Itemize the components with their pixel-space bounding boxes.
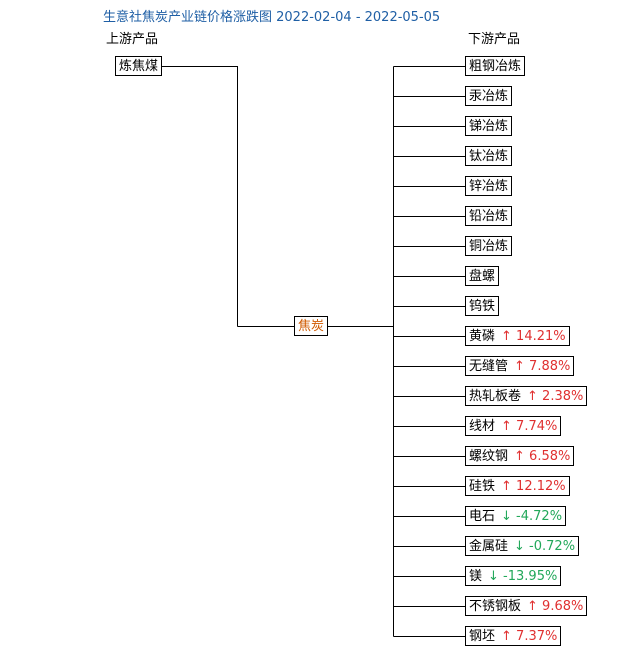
downstream-node-label: 螺纹钢	[469, 449, 509, 464]
price-up-change: ↑ 6.58%	[514, 449, 570, 464]
arrow-up-icon: ↑	[527, 389, 538, 404]
arrow-down-icon: ↓	[488, 569, 499, 584]
downstream-node[interactable]: 电石 ↓ -4.72%	[465, 506, 567, 526]
downstream-node[interactable]: 钛冶炼	[465, 146, 513, 166]
change-value: 9.68%	[537, 599, 584, 614]
downstream-node-label: 锑冶炼	[469, 119, 509, 134]
arrow-up-icon: ↑	[501, 479, 512, 494]
downstream-node[interactable]: 钨铁	[465, 296, 500, 316]
change-value: 14.21%	[511, 329, 566, 344]
change-value: 7.74%	[511, 419, 558, 434]
downstream-node-label: 铜冶炼	[469, 239, 509, 254]
price-up-change: ↑ 7.88%	[514, 359, 570, 374]
upstream-node[interactable]: 炼焦煤	[115, 56, 163, 76]
downstream-node-label: 钛冶炼	[469, 149, 509, 164]
center-node[interactable]: 焦炭	[294, 316, 329, 336]
price-down-change: ↓ -13.95%	[488, 569, 557, 584]
price-down-change: ↓ -4.72%	[501, 509, 562, 524]
downstream-node-label: 热轧板卷	[469, 389, 522, 404]
downstream-node[interactable]: 无缝管 ↑ 7.88%	[465, 356, 575, 376]
change-value: 12.12%	[511, 479, 566, 494]
downstream-node-label: 金属硅	[469, 539, 509, 554]
downstream-node-label: 锌冶炼	[469, 179, 509, 194]
arrow-down-icon: ↓	[501, 509, 512, 524]
change-value: 7.37%	[511, 629, 558, 644]
price-up-change: ↑ 12.12%	[501, 479, 566, 494]
downstream-node-label: 硅铁	[469, 479, 496, 494]
downstream-node[interactable]: 热轧板卷 ↑ 2.38%	[465, 386, 588, 406]
chart-title: 生意社焦炭产业链价格涨跌图 2022-02-04 - 2022-05-05	[103, 10, 441, 25]
downstream-node[interactable]: 金属硅 ↓ -0.72%	[465, 536, 580, 556]
price-up-change: ↑ 14.21%	[501, 329, 566, 344]
downstream-node-label: 黄磷	[469, 329, 496, 344]
downstream-node[interactable]: 粗钢冶炼	[465, 56, 526, 76]
downstream-node-label: 铅冶炼	[469, 209, 509, 224]
downstream-node[interactable]: 钢坯 ↑ 7.37%	[465, 626, 562, 646]
downstream-node-label: 线材	[469, 419, 496, 434]
change-value: -0.72%	[524, 539, 576, 554]
change-value: 7.88%	[524, 359, 571, 374]
arrow-up-icon: ↑	[501, 629, 512, 644]
price-up-change: ↑ 2.38%	[527, 389, 583, 404]
downstream-node[interactable]: 硅铁 ↑ 12.12%	[465, 476, 570, 496]
downstream-node-label: 无缝管	[469, 359, 509, 374]
downstream-node[interactable]: 螺纹钢 ↑ 6.58%	[465, 446, 575, 466]
downstream-node-label: 汞冶炼	[469, 89, 509, 104]
downstream-node-label: 粗钢冶炼	[469, 59, 522, 74]
change-value: -13.95%	[498, 569, 558, 584]
downstream-node[interactable]: 黄磷 ↑ 14.21%	[465, 326, 570, 346]
arrow-up-icon: ↑	[527, 599, 538, 614]
price-down-change: ↓ -0.72%	[514, 539, 575, 554]
price-up-change: ↑ 9.68%	[527, 599, 583, 614]
upstream-node-label: 炼焦煤	[119, 59, 159, 74]
arrow-up-icon: ↑	[501, 419, 512, 434]
arrow-up-icon: ↑	[501, 329, 512, 344]
downstream-node[interactable]: 镁 ↓ -13.95%	[465, 566, 562, 586]
downstream-node-label: 镁	[469, 569, 483, 584]
arrow-down-icon: ↓	[514, 539, 525, 554]
change-value: 2.38%	[537, 389, 584, 404]
downstream-node-label: 钢坯	[469, 629, 496, 644]
downstream-node[interactable]: 锌冶炼	[465, 176, 513, 196]
change-value: -4.72%	[511, 509, 563, 524]
downstream-node-label: 电石	[469, 509, 496, 524]
downstream-node[interactable]: 线材 ↑ 7.74%	[465, 416, 562, 436]
arrow-up-icon: ↑	[514, 449, 525, 464]
downstream-node[interactable]: 汞冶炼	[465, 86, 513, 106]
downstream-node[interactable]: 铜冶炼	[465, 236, 513, 256]
arrow-up-icon: ↑	[514, 359, 525, 374]
change-value: 6.58%	[524, 449, 571, 464]
downstream-header: 下游产品	[468, 32, 521, 47]
downstream-node-label: 盘螺	[469, 269, 496, 284]
price-up-change: ↑ 7.37%	[501, 629, 557, 644]
downstream-node[interactable]: 铅冶炼	[465, 206, 513, 226]
downstream-node[interactable]: 盘螺	[465, 266, 500, 286]
downstream-node[interactable]: 锑冶炼	[465, 116, 513, 136]
upstream-header: 上游产品	[106, 32, 159, 47]
price-up-change: ↑ 7.74%	[501, 419, 557, 434]
downstream-node-label: 不锈钢板	[469, 599, 522, 614]
downstream-node[interactable]: 不锈钢板 ↑ 9.68%	[465, 596, 588, 616]
center-node-label: 焦炭	[298, 319, 325, 334]
downstream-node-label: 钨铁	[469, 299, 496, 314]
